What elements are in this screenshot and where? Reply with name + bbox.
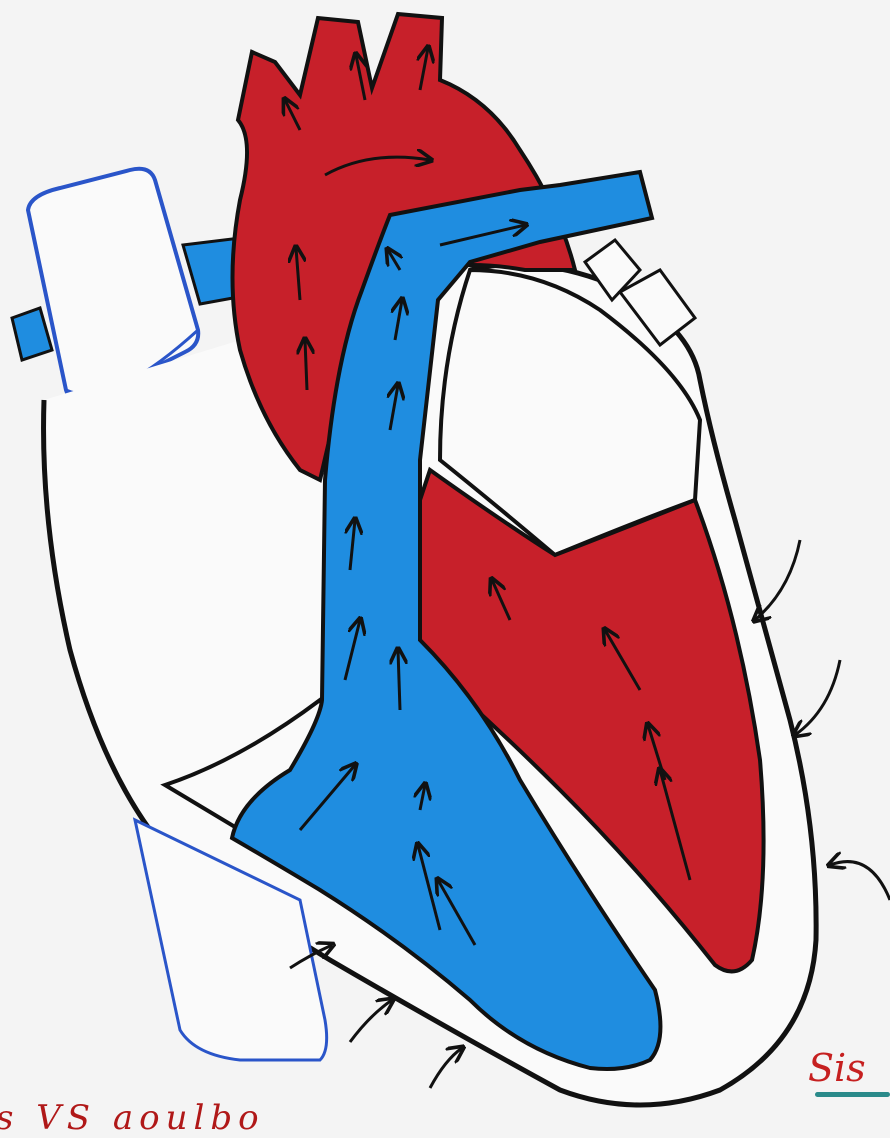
pressure-arrow-icon — [830, 862, 890, 900]
pressure-arrow-icon — [430, 1048, 462, 1088]
arrow-icon — [398, 650, 400, 710]
pressure-arrow-icon — [350, 1000, 392, 1042]
pressure-arrow-icon — [795, 660, 840, 735]
arrow-icon — [305, 340, 307, 390]
label-underline — [815, 1092, 890, 1097]
bottom-caption: s VS aoulbo — [0, 1098, 265, 1138]
corner-label: Sis — [808, 1046, 866, 1090]
